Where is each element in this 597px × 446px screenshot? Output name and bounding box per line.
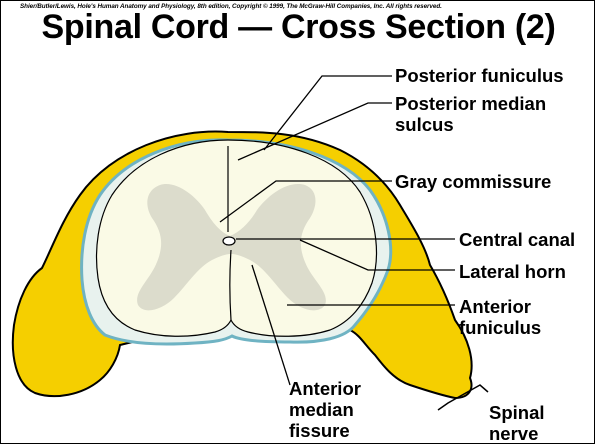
label-lateral-horn: Lateral horn (459, 262, 566, 281)
label-anterior-median-fissure-line3: fissure (289, 421, 350, 440)
label-spinal-nerve-line2: nerve (489, 424, 538, 443)
label-anterior-funiculus-line1: Anterior (459, 297, 531, 316)
label-anterior-median-fissure-line2: median (289, 400, 354, 419)
label-spinal-nerve-line1: Spinal (489, 403, 545, 422)
label-posterior-median-sulcus-line1: Posterior median (395, 94, 546, 113)
label-posterior-funiculus: Posterior funiculus (395, 66, 564, 85)
central-canal (223, 237, 235, 245)
label-gray-commissure: Gray commissure (395, 172, 551, 191)
label-central-canal: Central canal (459, 230, 575, 249)
label-anterior-funiculus-line2: funiculus (459, 318, 541, 337)
label-anterior-median-fissure-line1: Anterior (289, 379, 361, 398)
label-posterior-median-sulcus-line2: sulcus (395, 115, 454, 134)
